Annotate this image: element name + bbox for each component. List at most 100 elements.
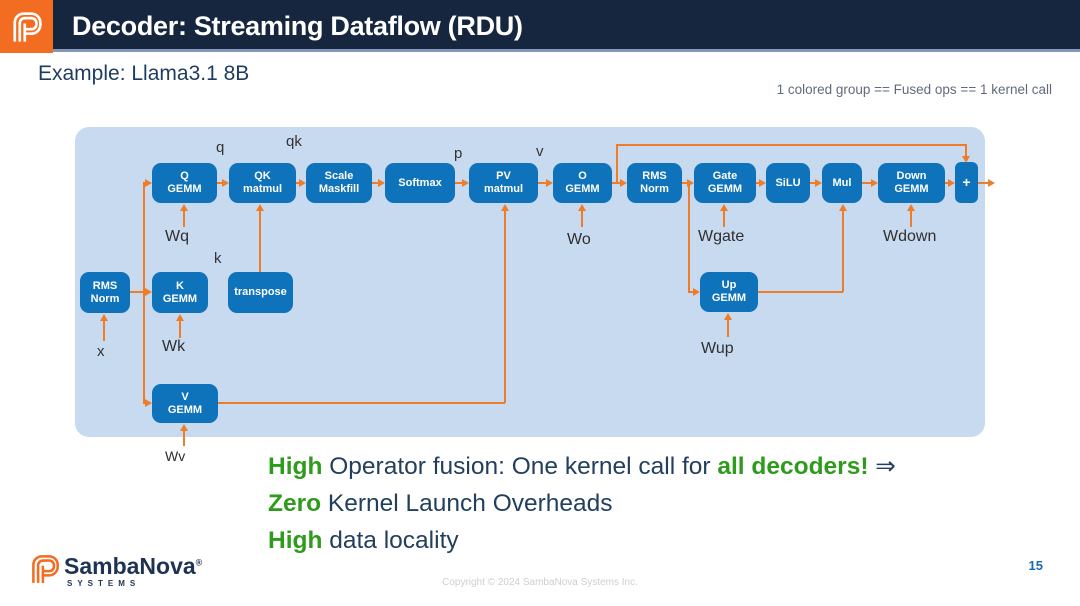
weight-label-wup: Wup bbox=[701, 340, 734, 357]
node-q-gemm: Q GEMM bbox=[152, 163, 217, 203]
edge-skip-horizontal bbox=[616, 144, 966, 146]
arrowhead bbox=[962, 156, 970, 163]
arrowhead bbox=[724, 313, 732, 320]
arrowhead bbox=[948, 179, 955, 187]
node-scale-maskfill: Scale Maskfill bbox=[306, 163, 372, 203]
takeaways-text: High Operator fusion: One kernel call fo… bbox=[268, 448, 896, 559]
highlight: all decoders! bbox=[717, 453, 869, 480]
weight-label-wk: Wk bbox=[162, 338, 186, 355]
weight-label-wq: Wq bbox=[165, 228, 189, 245]
arrowhead bbox=[378, 179, 385, 187]
edge-wq bbox=[183, 211, 185, 227]
arrowhead bbox=[145, 399, 152, 407]
highlight: Zero bbox=[268, 490, 322, 517]
edge-label-k: k bbox=[214, 250, 222, 267]
node-mul: Mul bbox=[822, 163, 862, 203]
edge-plus-out bbox=[978, 182, 988, 184]
edge-qgemm-qkmatmul bbox=[217, 182, 223, 184]
footer-brand: SambaNova® bbox=[64, 553, 202, 580]
edge-wk bbox=[179, 321, 181, 338]
node-up-gemm: Up GEMM bbox=[700, 272, 758, 312]
edge-rmsnorm-upgemm-vertical bbox=[688, 183, 690, 292]
weight-label-wgate: Wgate bbox=[698, 228, 745, 245]
edge-transpose-qkmatmul bbox=[259, 211, 261, 272]
node-o-gemm: O GEMM bbox=[553, 163, 612, 203]
node-softmax: Softmax bbox=[385, 163, 455, 203]
text: Kernel Launch Overheads bbox=[321, 490, 613, 517]
edge-upgemm-mul-vertical bbox=[842, 211, 844, 292]
edge-pv-ogemm bbox=[538, 182, 547, 184]
node-qk-matmul: QK matmul bbox=[229, 163, 296, 203]
weight-label-wo: Wo bbox=[567, 231, 591, 248]
highlight: High bbox=[268, 453, 323, 480]
arrowhead bbox=[546, 179, 553, 187]
edge-label-q: q bbox=[216, 139, 225, 156]
arrowhead bbox=[620, 179, 627, 187]
edge-softmax-pv bbox=[455, 182, 463, 184]
edge-qkmatmul-scale bbox=[296, 182, 300, 184]
edge-label-p: p bbox=[454, 145, 463, 162]
footer-sambanova-s-icon bbox=[26, 550, 64, 588]
arrowhead bbox=[176, 314, 184, 321]
edge-wup bbox=[727, 320, 729, 337]
brand-name: SambaNova bbox=[64, 553, 196, 579]
edge-vgemm-pv-vertical bbox=[504, 211, 506, 403]
arrowhead bbox=[180, 204, 188, 211]
highlight: High bbox=[268, 527, 323, 554]
node-down-gemm: Down GEMM bbox=[878, 163, 945, 203]
edge-wo bbox=[581, 211, 583, 227]
edge-x bbox=[103, 321, 105, 341]
page-title: Decoder: Streaming Dataflow (RDU) bbox=[72, 11, 523, 41]
node-gate-gemm: Gate GEMM bbox=[694, 163, 756, 203]
edge-rmsnorm-upgemm-horizontal bbox=[688, 291, 694, 293]
arrowhead bbox=[988, 179, 995, 187]
edge-scale-softmax bbox=[372, 182, 379, 184]
takeaway-line-1: High Operator fusion: One kernel call fo… bbox=[268, 448, 896, 485]
node-rms-norm-top: RMS Norm bbox=[627, 163, 682, 203]
text: Operator fusion: One kernel call for bbox=[322, 453, 718, 480]
takeaway-line-3: High data locality bbox=[268, 522, 896, 559]
edge-label-v: v bbox=[536, 143, 544, 160]
arrowhead bbox=[100, 314, 108, 321]
edge-ogemm-rmsnorm bbox=[612, 182, 621, 184]
arrowhead bbox=[145, 179, 152, 187]
node-plus: + bbox=[955, 162, 978, 203]
arrowhead bbox=[687, 179, 694, 187]
edge-trunk-vertical bbox=[143, 182, 145, 404]
weight-label-wv: Wv bbox=[165, 448, 186, 464]
weight-label-wdown: Wdown bbox=[883, 228, 937, 245]
arrowhead bbox=[720, 204, 728, 211]
example-subtitle: Example: Llama3.1 8B bbox=[38, 62, 250, 85]
sambanova-s-icon bbox=[12, 11, 42, 42]
edge-rmsnorm-gate bbox=[682, 182, 688, 184]
node-pv-matmul: PV matmul bbox=[469, 163, 538, 203]
copyright-text: Copyright © 2024 SambaNova Systems Inc. bbox=[442, 577, 638, 588]
header-bar bbox=[0, 0, 1080, 52]
node-transpose: transpose bbox=[228, 272, 293, 313]
edge-label-qk: qk bbox=[286, 133, 302, 150]
arrowhead bbox=[180, 424, 188, 431]
edge-wdown bbox=[910, 211, 912, 227]
arrowhead bbox=[907, 204, 915, 211]
edge-skip-down bbox=[965, 144, 967, 156]
arrowhead bbox=[871, 179, 878, 187]
arrowhead bbox=[578, 204, 586, 211]
arrowhead bbox=[759, 179, 766, 187]
legend-note: 1 colored group == Fused ops == 1 kernel… bbox=[776, 82, 1052, 97]
registered-mark: ® bbox=[195, 557, 203, 568]
arrowhead bbox=[256, 204, 264, 211]
arrowhead bbox=[693, 288, 700, 296]
node-rms-norm-left: RMS Norm bbox=[80, 272, 130, 313]
edge-skip-up bbox=[616, 145, 618, 183]
node-silu: SiLU bbox=[766, 163, 810, 203]
footer-brand-sub: SYSTEMS bbox=[67, 579, 141, 588]
edge-silu-mul bbox=[810, 182, 816, 184]
arrowhead bbox=[501, 204, 509, 211]
arrowhead bbox=[222, 179, 229, 187]
edge-vgemm-pv-horizontal bbox=[218, 402, 505, 404]
arrowhead bbox=[839, 204, 847, 211]
arrowhead bbox=[815, 179, 822, 187]
node-v-gemm: V GEMM bbox=[152, 384, 218, 423]
page-number: 15 bbox=[1028, 558, 1043, 573]
arrowhead bbox=[145, 288, 152, 296]
